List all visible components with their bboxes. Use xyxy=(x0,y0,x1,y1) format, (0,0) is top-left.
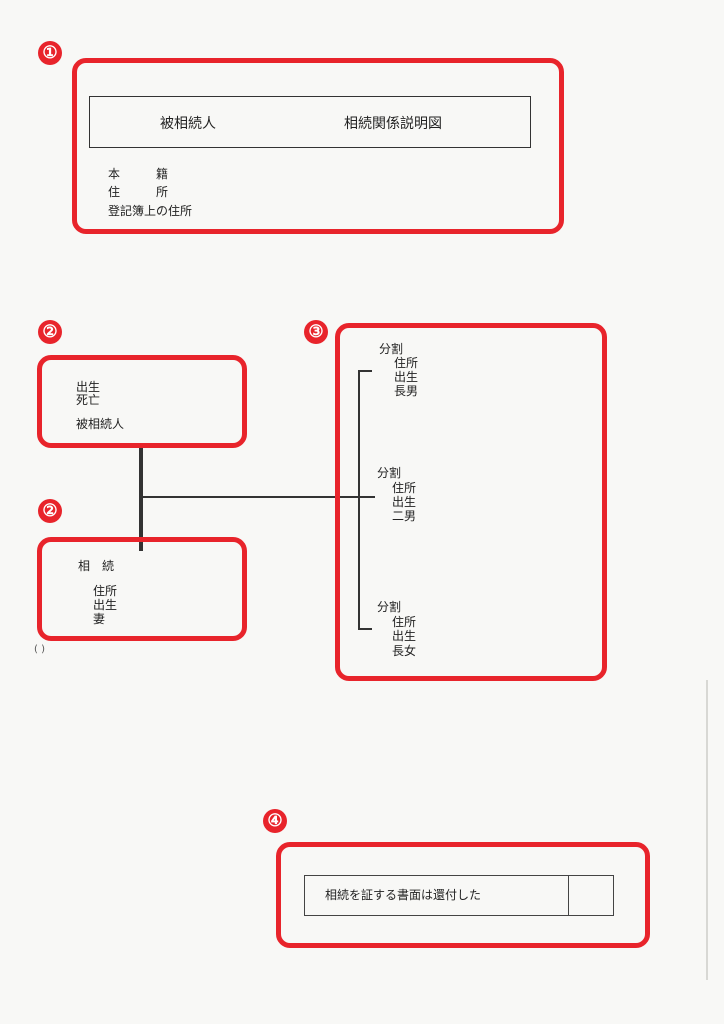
title-frame xyxy=(89,96,531,148)
return-note-seal-cell xyxy=(568,875,569,916)
section-2-spouse-highlight xyxy=(37,537,247,641)
marker-3: ③ xyxy=(304,320,328,344)
heir-1-address: 住所 xyxy=(394,356,419,370)
section-2-deceased-highlight xyxy=(37,355,247,448)
deceased-birth: 出生 xyxy=(76,380,101,394)
heir-3-division: 分割 xyxy=(377,600,402,614)
stray-mark: ( ) xyxy=(34,644,45,655)
heir-3-address: 住所 xyxy=(392,615,417,629)
field-address: 住 所 xyxy=(108,185,169,199)
marriage-line xyxy=(139,448,143,551)
deceased-heading: 被相続人 xyxy=(160,116,216,132)
marker-4: ④ xyxy=(263,809,287,833)
heir-2-relation: 二男 xyxy=(392,509,417,523)
chart-title: 相続関係説明図 xyxy=(344,116,442,132)
section-3-highlight xyxy=(335,323,607,681)
heir-1-birth: 出生 xyxy=(394,370,419,384)
heir-2-address: 住所 xyxy=(392,481,417,495)
heir-3-birth: 出生 xyxy=(392,629,417,643)
child-tick-1 xyxy=(358,370,372,372)
field-registry-address: 登記簿上の住所 xyxy=(108,204,193,218)
heir-1-division: 分割 xyxy=(379,342,404,356)
section-1-highlight xyxy=(72,58,564,234)
scan-edge xyxy=(706,680,708,980)
spouse-birth: 出生 xyxy=(93,598,118,612)
field-honseki: 本 籍 xyxy=(108,167,169,181)
marker-2a: ② xyxy=(38,320,62,344)
return-note: 相続を証する書面は還付した xyxy=(325,888,482,902)
deceased-death: 死亡 xyxy=(76,393,101,407)
marker-2b: ② xyxy=(38,499,62,523)
heir-1-relation: 長男 xyxy=(394,384,419,398)
children-connector xyxy=(141,496,375,498)
marker-1: ① xyxy=(38,41,62,65)
return-note-frame xyxy=(304,875,614,916)
section-4-highlight xyxy=(276,842,650,948)
heir-3-relation: 長女 xyxy=(392,644,417,658)
heir-2-division: 分割 xyxy=(377,466,402,480)
spouse-relation: 妻 xyxy=(93,612,106,626)
deceased-role: 被相続人 xyxy=(76,417,125,431)
spouse-inherit: 相 続 xyxy=(78,559,115,573)
spouse-address: 住所 xyxy=(93,584,118,598)
heir-2-birth: 出生 xyxy=(392,495,417,509)
children-bracket xyxy=(358,370,360,630)
child-tick-3 xyxy=(358,628,372,630)
